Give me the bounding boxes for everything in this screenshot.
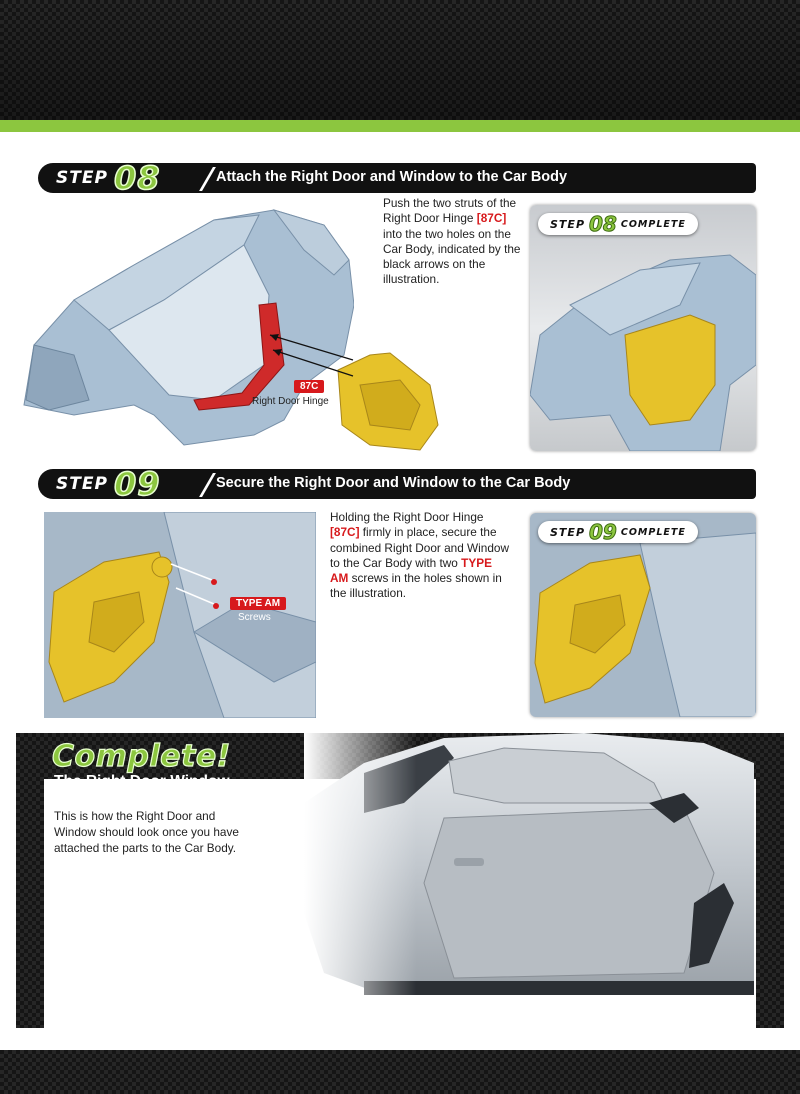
step-09-description: Holding the Right Door Hinge [87C] firml…	[330, 510, 510, 602]
step-08-complete-word: COMPLETE	[620, 218, 686, 230]
footer-carbon-band	[0, 1050, 800, 1094]
step-09-complete-number: 09	[589, 520, 618, 545]
step-08-number: 08	[113, 158, 161, 198]
step-08-description: Push the two struts of the Right Door Hi…	[383, 196, 523, 288]
step-09-header-bar: STEP 09 Secure the Right Door and Window…	[38, 464, 756, 504]
step-08-complete-step: STEP	[550, 217, 586, 231]
step-08-desc-code: [87C]	[476, 211, 507, 226]
step-09-desc-screw: TYPE AM	[330, 555, 492, 586]
step-09-word: STEP	[56, 474, 108, 494]
step-08-slash	[199, 167, 216, 191]
step-09-desc-code: [87C]	[330, 525, 360, 540]
step-09-complete-step: STEP	[550, 525, 586, 539]
step-09-desc-text-1: Holding the Right Door Hinge	[330, 510, 484, 524]
complete-subtitle: The Right Door Window	[54, 773, 230, 790]
finished-car-photo	[304, 733, 754, 1005]
part-87c-label: 87C	[294, 380, 325, 393]
step-08-header-bar: STEP 08 Attach the Right Door and Window…	[38, 158, 756, 198]
step-08-arrows	[269, 334, 354, 377]
step-09-interior-drawing	[44, 512, 316, 718]
complete-description: This is how the Right Door and Window sh…	[54, 809, 239, 855]
step-09-complete-badge: STEP 09 COMPLETE	[538, 520, 698, 545]
right-door-hinge-label: Right Door Hinge	[252, 396, 329, 407]
complete-heading: Complete!	[51, 738, 231, 774]
header-carbon-band	[0, 0, 800, 120]
step-09-badge: STEP 09	[38, 464, 198, 504]
screws-label: Screws	[238, 612, 271, 623]
step-09-complete-word: COMPLETE	[620, 526, 686, 538]
header-green-stripe	[0, 120, 800, 132]
step-08-car-body-illustration	[23, 209, 354, 446]
step-08-word: STEP	[56, 168, 108, 188]
step-09-desc-text-2: firmly in place, secure the combined Rig…	[330, 525, 510, 570]
step-08-desc-text-1: Push the two struts of the Right Door Hi…	[383, 196, 517, 226]
step-09-complete-panel: STEP 09 COMPLETE	[530, 513, 756, 717]
step-09-desc-text-3: screws in the holes shown in the illustr…	[330, 571, 502, 601]
step-08-title: Attach the Right Door and Window to the …	[216, 169, 568, 185]
step-08-complete-number: 08	[589, 212, 618, 237]
step-08-complete-panel: STEP 08 COMPLETE	[530, 205, 756, 451]
step-09-illustration	[44, 512, 316, 718]
step-08-complete-car-illustration	[530, 254, 756, 451]
step-08-badge: STEP 08	[38, 158, 198, 198]
step-08-complete-badge: STEP 08 COMPLETE	[538, 212, 698, 237]
step-09-slash	[199, 473, 216, 497]
step-09-title: Secure the Right Door and Window to the …	[216, 475, 571, 491]
step-09-number: 09	[113, 464, 161, 504]
type-am-label: TYPE AM	[230, 597, 287, 610]
step-08-desc-text-2: into the two holes on the Car Body, indi…	[383, 226, 521, 287]
complete-section: Complete! The Right Door Window This is …	[16, 733, 784, 1037]
step-08-door-illustration	[337, 352, 439, 451]
step-09-complete-illustration	[530, 513, 756, 717]
